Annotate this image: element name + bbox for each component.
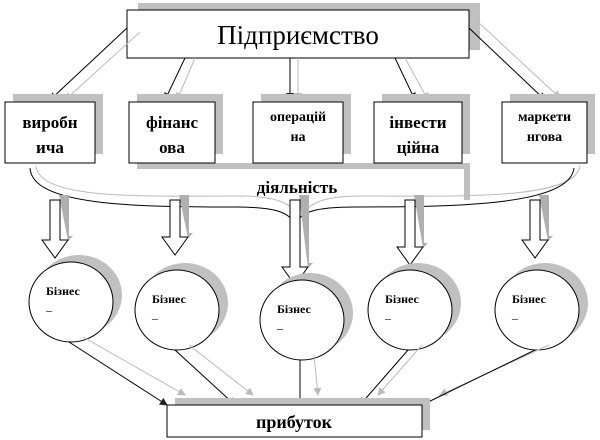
flow-arrow — [174, 349, 236, 406]
activity-line2: нгова — [527, 130, 562, 145]
flow-arrow-shadow — [82, 336, 186, 396]
unit-line2: – — [276, 321, 284, 335]
unit-circle — [367, 269, 453, 351]
business-unit: Бізнес – — [259, 195, 353, 406]
activity-box: операцій на — [252, 94, 351, 164]
unit-line1: Бізнес — [277, 302, 311, 316]
business-unit: Бізнес – — [134, 195, 254, 406]
flow-arrow-shadow — [313, 354, 322, 396]
flow-arrow — [359, 349, 409, 406]
activity-rect — [501, 101, 588, 164]
connector-shadow — [137, 163, 470, 200]
flow-arrow-shadow — [377, 344, 423, 396]
activity-line1: інвести — [389, 113, 446, 132]
result-text: прибуток — [256, 412, 333, 432]
activity-line2: ційна — [397, 138, 440, 157]
unit-line2: – — [45, 303, 53, 317]
activity-line2: ича — [36, 138, 64, 157]
flow-arrow-shadow — [188, 344, 254, 396]
top-arrows — [49, 21, 561, 101]
activity-box: виробн ича — [4, 94, 103, 164]
activity-rect — [252, 101, 344, 164]
hollow-arrow-shadow — [179, 195, 193, 238]
activity-line1: фінанс — [146, 113, 199, 132]
activity-box: маркети нгова — [501, 94, 595, 164]
activity-box: інвести ційна — [373, 94, 470, 164]
activity-line2: на — [290, 130, 305, 145]
unit-line2: – — [151, 311, 159, 325]
flow-arrow — [68, 341, 168, 406]
unit-line1: Бізнес — [512, 292, 546, 306]
hollow-arrow-shadow — [414, 195, 428, 248]
activity-line1: маркети — [518, 110, 571, 125]
activity-rect — [128, 101, 216, 164]
unit-line1: Бізнес — [152, 292, 186, 306]
unit-line1: Бізнес — [385, 292, 419, 306]
flow-arrow — [421, 349, 536, 406]
activity-line2: ова — [159, 138, 185, 157]
activity-box: фінанс ова — [128, 94, 223, 164]
hollow-arrow-shadow — [59, 195, 73, 241]
title-box — [126, 9, 470, 59]
unit-line1: Бізнес — [46, 284, 80, 298]
unit-circle — [494, 269, 580, 351]
activity-rect — [4, 101, 96, 164]
hollow-arrow-icon — [521, 199, 549, 259]
result-box — [166, 404, 423, 438]
hollow-arrow-icon — [161, 199, 189, 256]
unit-circle — [259, 279, 345, 361]
hollow-arrow-shadow — [539, 195, 553, 241]
hollow-arrow-shadow — [299, 195, 313, 268]
activity-line1: виробн — [22, 113, 77, 132]
business-unit: Бізнес – — [421, 195, 588, 406]
hollow-arrow-icon — [396, 199, 424, 266]
business-unit: Бізнес – — [359, 195, 461, 406]
unit-line2: – — [511, 311, 519, 325]
activity-rect — [373, 101, 463, 164]
unit-circle — [134, 269, 220, 351]
activity-label: діяльність — [257, 178, 337, 197]
hollow-arrow-icon — [41, 199, 69, 259]
activity-line1: операцій — [270, 110, 326, 125]
business-unit: Бізнес – — [28, 195, 186, 406]
title-text: Підприємство — [217, 20, 379, 50]
unit-circle — [28, 261, 114, 343]
unit-line2: – — [384, 311, 392, 325]
